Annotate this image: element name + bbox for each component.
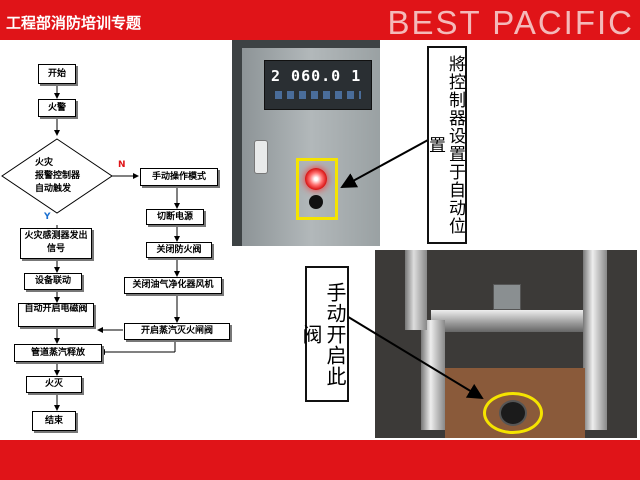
sensor-signal-node: 火灾感测器发出信号 [20,228,92,259]
cut-power-node: 切断电源 [146,209,204,225]
fire-alarm-node: 火警 [38,99,76,117]
controller-callout: 將控制器设置于自动位置 [425,46,467,244]
footer-bar [0,440,640,480]
valve-highlight [483,392,543,434]
steam-valve-photo [375,250,637,438]
start-node: 开始 [38,64,76,84]
open-solenoid-node: 自动开启电磁阀 [18,303,94,327]
equipment-linkage-node: 设备联动 [24,273,82,290]
decision-line-3: 自动触发 [35,184,72,194]
open-steam-valve-node: 开启蒸汽灭火闸阀 [124,323,230,340]
branch-no-label: N [118,160,126,170]
branch-yes-label: Y [44,212,51,222]
door-handle [254,140,268,174]
decision-label: 火灾 报警控制器 自动触发 [35,157,80,196]
display-buttons [275,91,361,99]
decision-line-2: 报警控制器 [35,171,81,181]
fire-out-node: 火灭 [26,376,82,393]
pipe-left-riser [405,250,427,330]
end-node: 结束 [32,411,76,431]
control-panel-photo: 2 060.0 1 [232,40,380,246]
valve-handwheel [499,400,527,426]
pipe-top [431,310,601,332]
page-title: 工程部消防培训专题 [6,14,142,32]
steam-release-node: 管道蒸汽释放 [14,344,102,362]
brand-logo: BEST PACIFIC [387,4,634,41]
decision-diamond [1,138,113,214]
stop-fan-node: 关闭油气净化器风机 [124,277,222,294]
pipe-left [421,320,445,430]
manual-mode-node: 手动操作模式 [140,168,218,186]
decision-line-1: 火灾 [35,158,54,168]
fire-flowchart: 开始 火警 火灾 报警控制器 自动触发 N Y 火灾感测器发出信号 设备联动 自… [0,40,240,440]
title-bar: 工程部消防培训专题 BEST PACIFIC [0,0,640,41]
controller-highlight [296,158,338,220]
valve-callout: 手动开启此阀 [299,266,349,402]
digital-display: 2 060.0 1 [264,60,372,110]
display-reading: 2 060.0 1 [271,67,362,85]
flowchart-connectors [1,83,180,411]
red-indicator-lamp [305,168,327,190]
pipe-right [583,250,607,430]
close-fire-damper-node: 关闭防火阀 [146,242,212,258]
valve-actuator [493,284,521,310]
mode-selector-knob [309,195,323,209]
